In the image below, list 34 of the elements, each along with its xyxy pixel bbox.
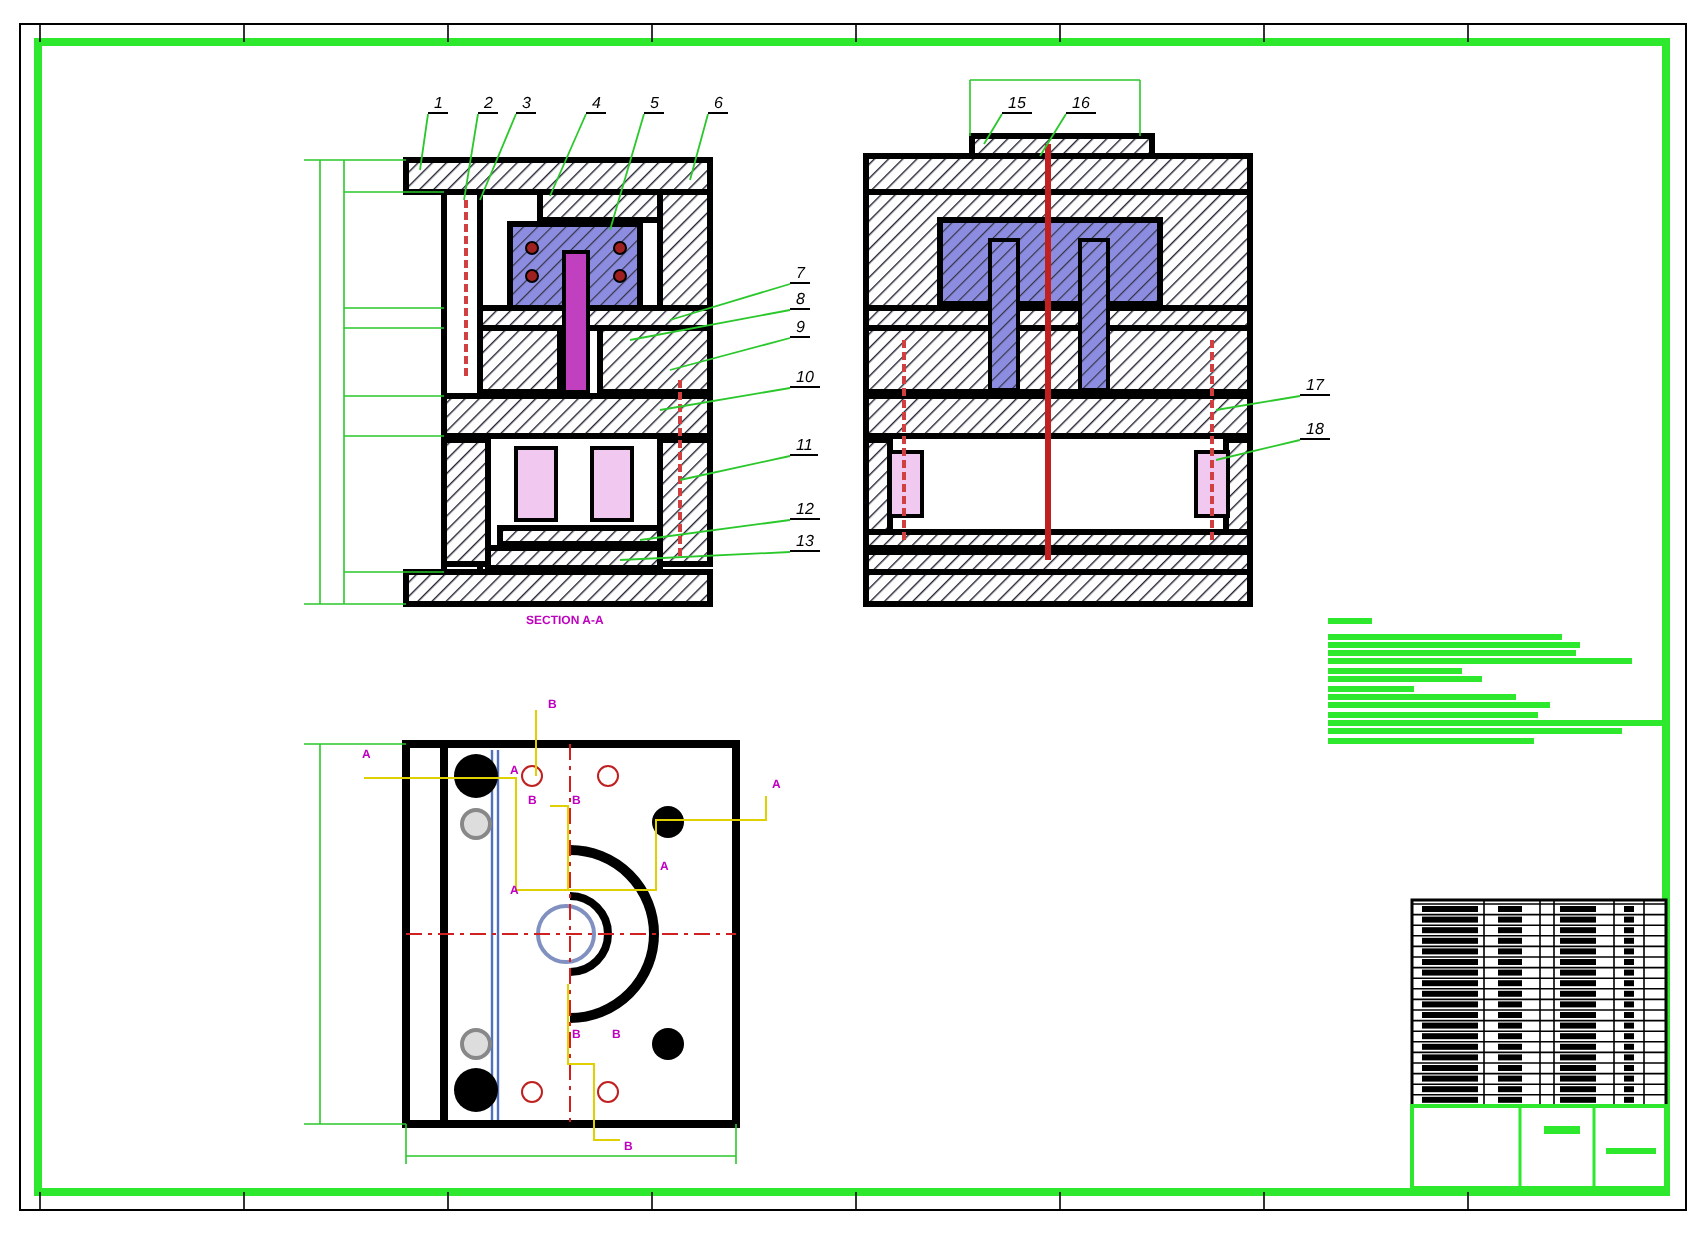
part-number: 8 xyxy=(790,290,811,310)
leader-line xyxy=(549,113,587,197)
leader-line xyxy=(659,387,791,411)
part-number: 16 xyxy=(1066,94,1096,114)
leader-line xyxy=(1215,439,1301,461)
part-number: 2 xyxy=(478,94,499,114)
part-number: 15 xyxy=(1002,94,1032,114)
leader-line xyxy=(1039,113,1067,157)
part-number: 4 xyxy=(586,94,607,114)
part-number: 7 xyxy=(790,264,811,284)
leader-line xyxy=(669,283,791,321)
leader-line xyxy=(669,337,791,371)
leader-line xyxy=(679,455,791,481)
part-number: 9 xyxy=(790,318,811,338)
leader-line xyxy=(1215,395,1301,411)
leader-line xyxy=(639,519,791,541)
part-number: 3 xyxy=(516,94,537,114)
leader-line xyxy=(479,113,517,201)
part-number: 6 xyxy=(708,94,729,114)
leader-line xyxy=(689,113,709,181)
leader-line xyxy=(619,551,791,561)
part-number: 11 xyxy=(790,436,819,456)
part-number: 13 xyxy=(790,532,820,552)
part-number: 1 xyxy=(428,94,449,114)
leader-line xyxy=(983,113,1003,145)
part-number: 5 xyxy=(644,94,665,114)
leader-line xyxy=(629,309,791,341)
part-number: 12 xyxy=(790,500,820,520)
leader-line xyxy=(419,113,429,171)
part-number: 10 xyxy=(790,368,820,388)
leader-line xyxy=(609,113,645,231)
leader-line xyxy=(463,113,479,201)
part-number: 18 xyxy=(1300,420,1330,440)
part-number: 17 xyxy=(1300,376,1330,396)
